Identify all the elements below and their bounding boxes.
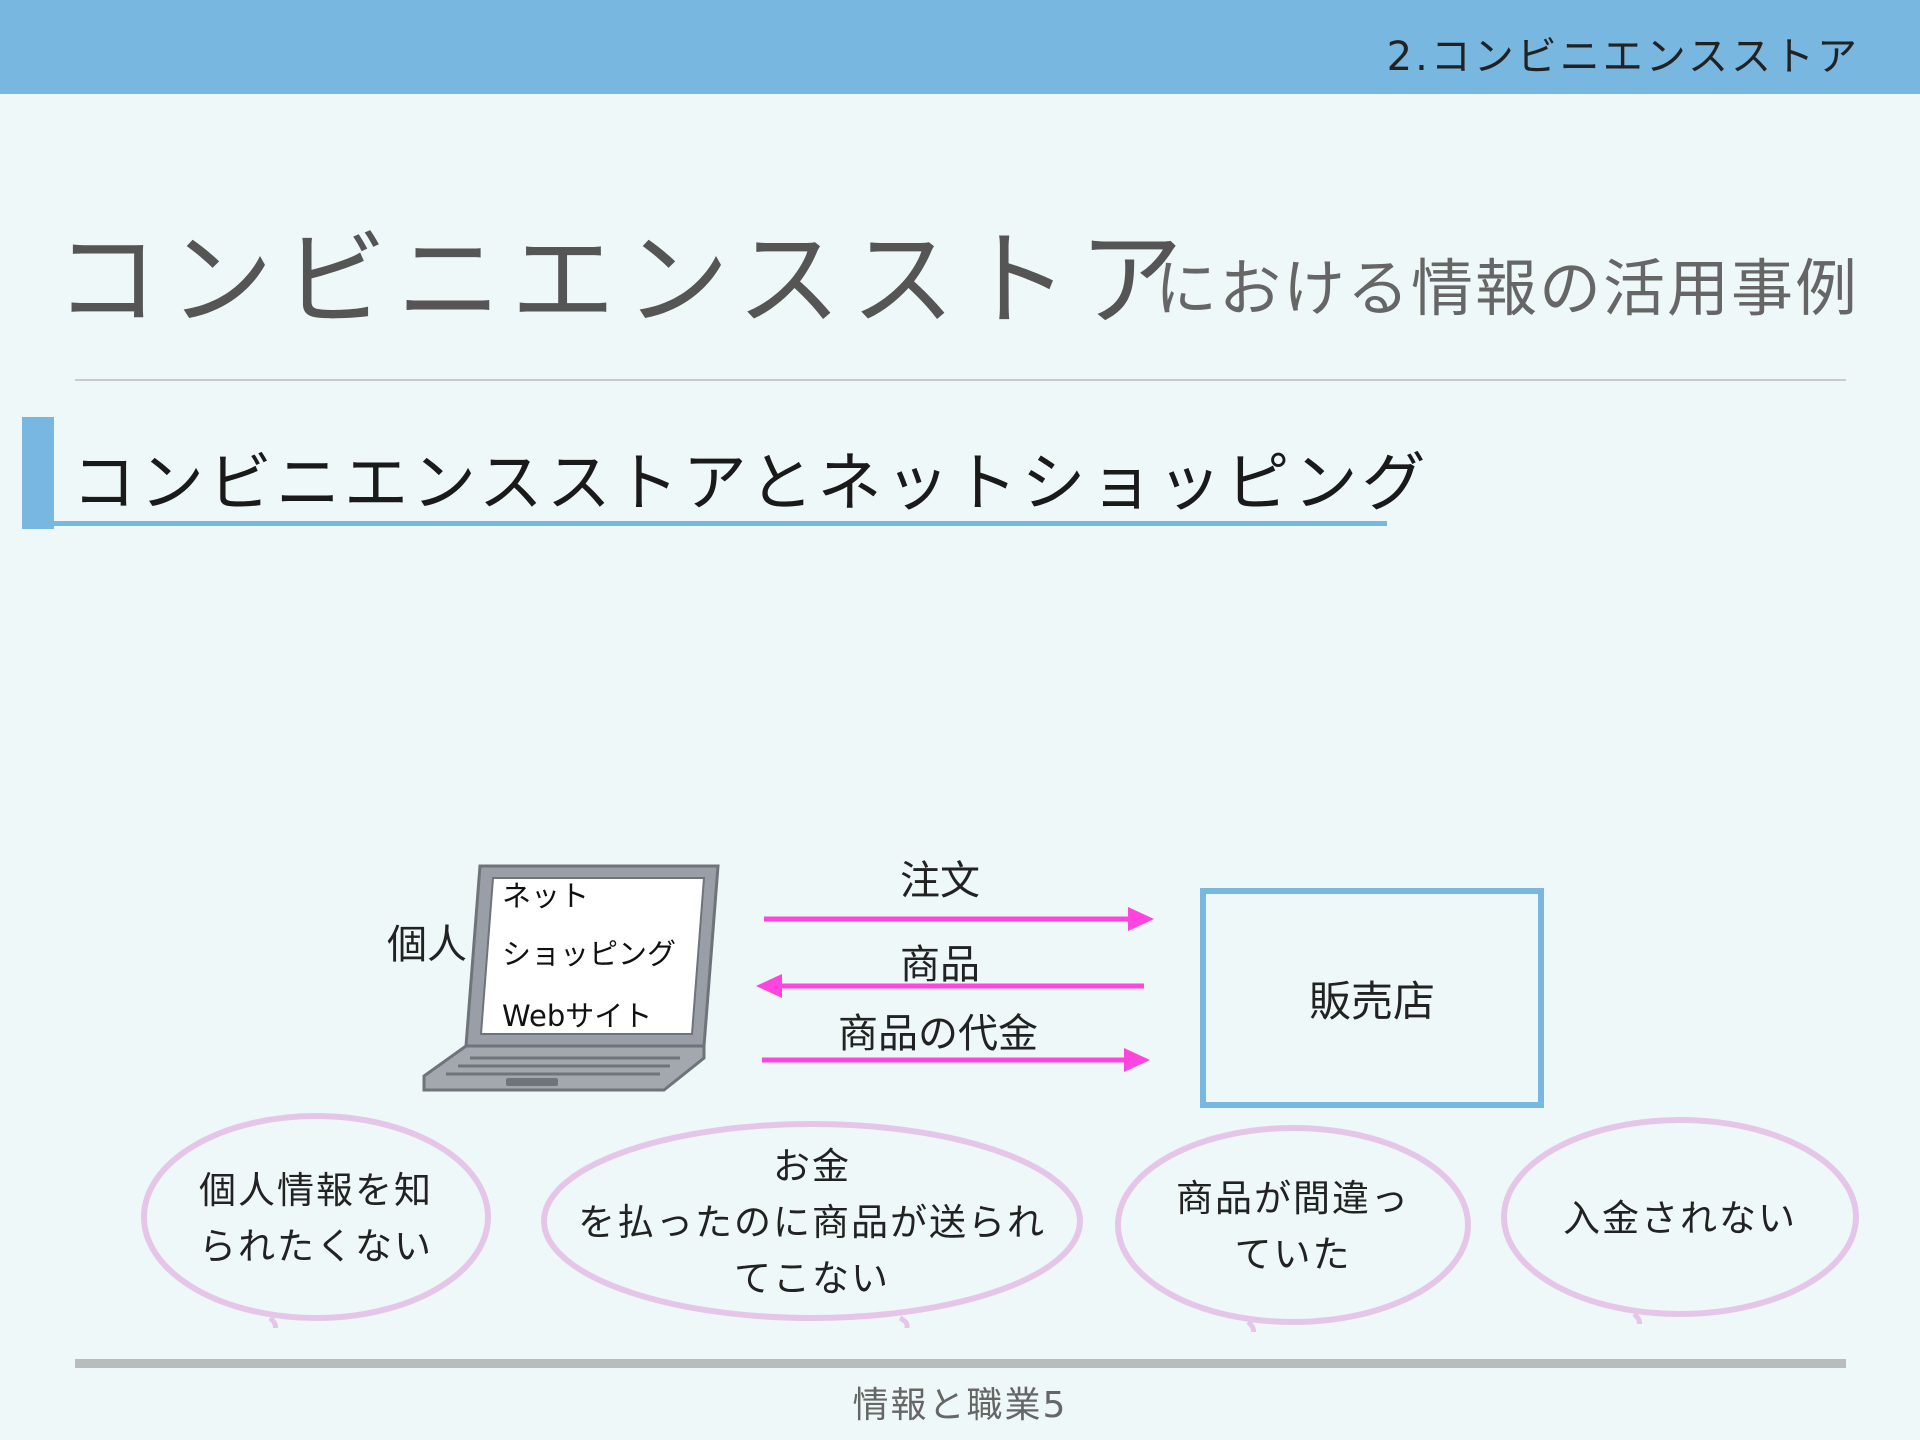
- concern-bubble: 商品が間違っ ていた: [1114, 1122, 1472, 1332]
- concern-text-line: 入金されない: [1563, 1191, 1797, 1247]
- concern-text-line: ていた: [1176, 1227, 1410, 1283]
- shop-label: 販売店: [1309, 968, 1435, 1029]
- footer-label: 情報と職業5: [0, 1376, 1920, 1428]
- footer-divider: [75, 1359, 1846, 1368]
- concern-bubble: お金 を払ったのに商品が送られ てこない: [540, 1118, 1084, 1328]
- concern-text-line: られたくない: [199, 1219, 433, 1275]
- flow-label-goods: 商品: [900, 932, 980, 990]
- shop-box: 販売店: [1200, 888, 1544, 1108]
- concern-text-line: お金: [578, 1139, 1046, 1195]
- concern-text-line: を払ったのに商品が送られ: [578, 1195, 1046, 1251]
- concern-text-line: てこない: [578, 1251, 1046, 1307]
- concern-bubble: 個人情報を知 られたくない: [140, 1110, 492, 1328]
- concern-bubble: 入金されない: [1500, 1114, 1860, 1324]
- concern-text-line: 商品が間違っ: [1176, 1171, 1410, 1227]
- flow-label-payment: 商品の代金: [838, 1001, 1038, 1059]
- flow-label-order: 注文: [900, 848, 980, 906]
- concern-text-line: 個人情報を知: [199, 1163, 433, 1219]
- order-arrow: [764, 907, 1154, 931]
